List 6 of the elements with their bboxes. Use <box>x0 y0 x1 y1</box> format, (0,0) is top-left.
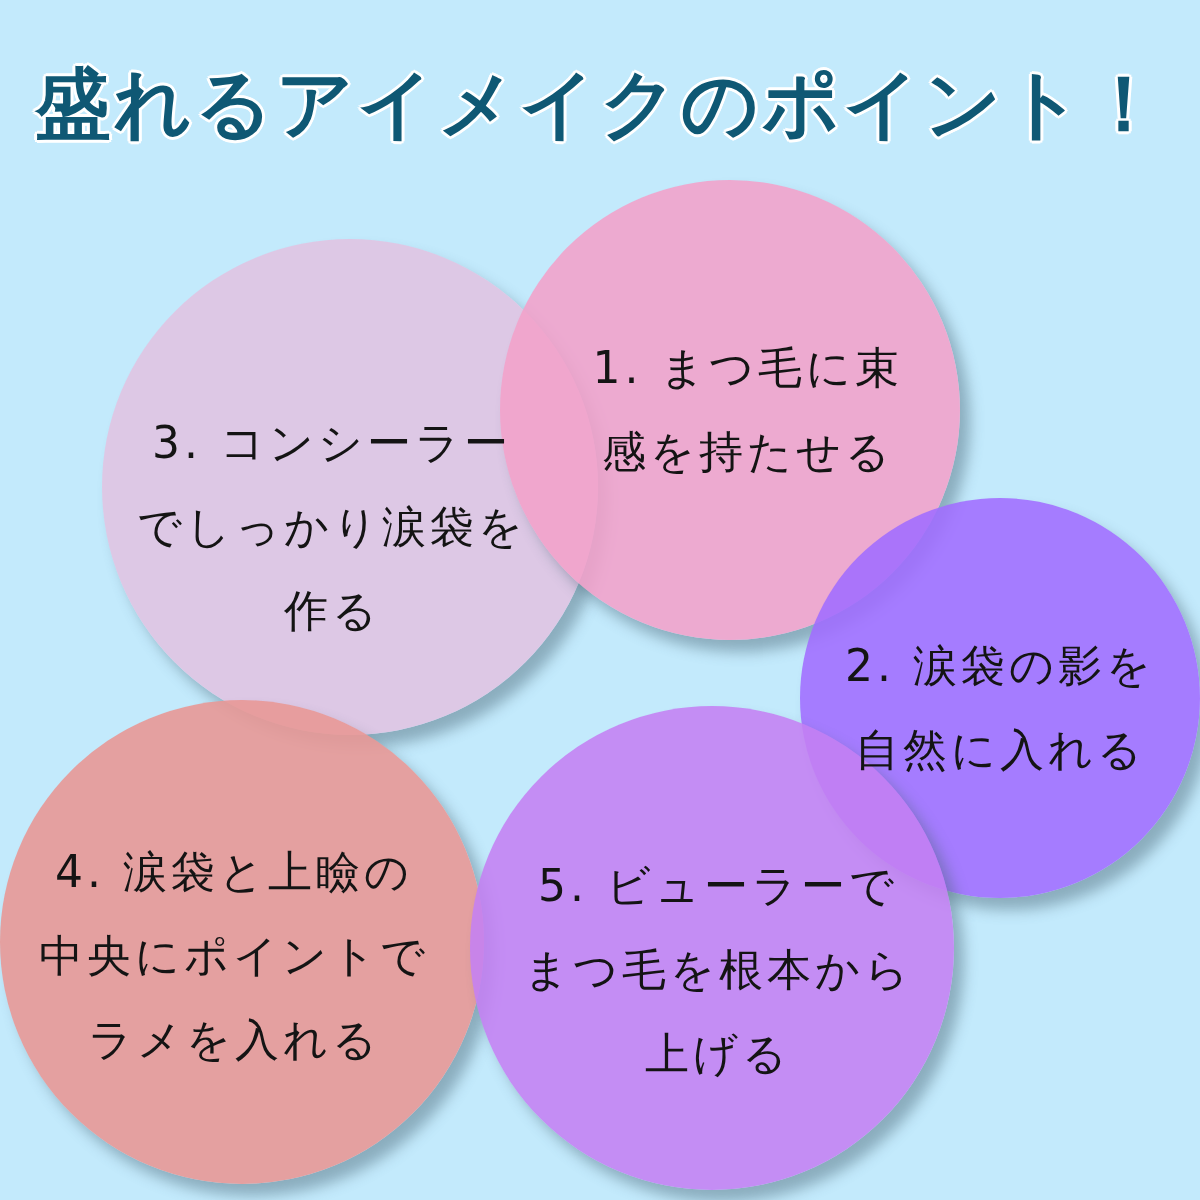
point-text: 2. 涙袋の影を自然に入れる <box>844 639 1156 777</box>
title: 盛れるアイメイクのポイント！ <box>33 58 1166 150</box>
point-text: 4. 涙袋と上瞼の中央にポイントでラメを入れる <box>38 845 430 1067</box>
point-text: 5. ビューラーでまつ毛を根本から上げる <box>522 859 914 1081</box>
point-text: 3. コンシーラーでしっかり涙袋を作る <box>136 416 528 638</box>
point-text: 1. まつ毛に束感を持たせる <box>591 341 905 479</box>
